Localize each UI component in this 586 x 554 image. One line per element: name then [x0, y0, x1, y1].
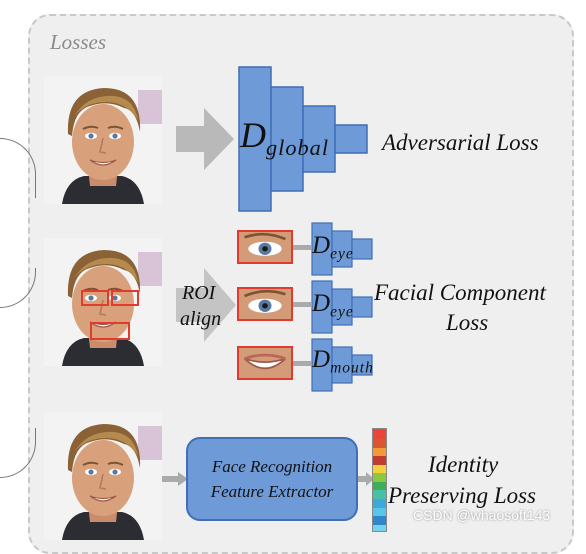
adversarial-loss-label: Adversarial Loss: [382, 130, 539, 155]
mouth-discriminator-label: Dmouth: [312, 346, 374, 377]
face-image-global: [44, 76, 162, 204]
mouth-discriminator: [311, 338, 373, 392]
arrow-mouth-to-disc: [293, 361, 311, 366]
right-eye-roi-box: [111, 290, 139, 306]
eye-discriminator-2: [311, 280, 373, 334]
feature-vector-bar: [372, 428, 387, 532]
left-eye-crop: [237, 230, 293, 264]
extractor-label-line-2: Feature Extractor: [210, 482, 334, 501]
eye-discriminator-1: [311, 222, 373, 276]
arrow-to-extractor: [162, 472, 188, 486]
arrow-to-global-discriminator: [176, 108, 234, 170]
global-discriminator: [238, 66, 368, 212]
arrow-eye1-to-disc: [293, 245, 311, 250]
section-title: Losses: [50, 30, 107, 54]
facial-component-loss-line-1: Facial Component: [374, 280, 546, 305]
eye-discriminator-2-label: Deye: [312, 290, 354, 321]
mouth-crop: [237, 346, 293, 380]
left-eye-roi-box: [81, 290, 109, 306]
right-eye-crop: [237, 287, 293, 321]
roi-label-line-2: align: [180, 308, 222, 330]
arrow-roi-align: [176, 268, 236, 342]
extractor-label-line-1: Face Recognition: [211, 457, 333, 476]
facial-component-loss-line-2: Loss: [446, 310, 489, 335]
watermark: CSDN @whaosoft143: [413, 507, 551, 523]
arrow-eye2-to-disc: [293, 302, 311, 307]
identity-loss-line-1: Identity: [428, 452, 499, 477]
identity-loss-line-2: Preserving Loss: [388, 483, 537, 508]
mouth-roi-box: [90, 322, 130, 340]
face-recognition-feature-extractor: Face Recognition Feature Extractor: [186, 437, 358, 521]
roi-label-line-1: ROI: [182, 282, 216, 304]
face-image-identity: [44, 412, 162, 540]
global-discriminator-label: Dglobal: [240, 115, 330, 160]
arrow-to-feature-vector: [358, 472, 374, 486]
eye-discriminator-1-label: Deye: [312, 232, 354, 263]
